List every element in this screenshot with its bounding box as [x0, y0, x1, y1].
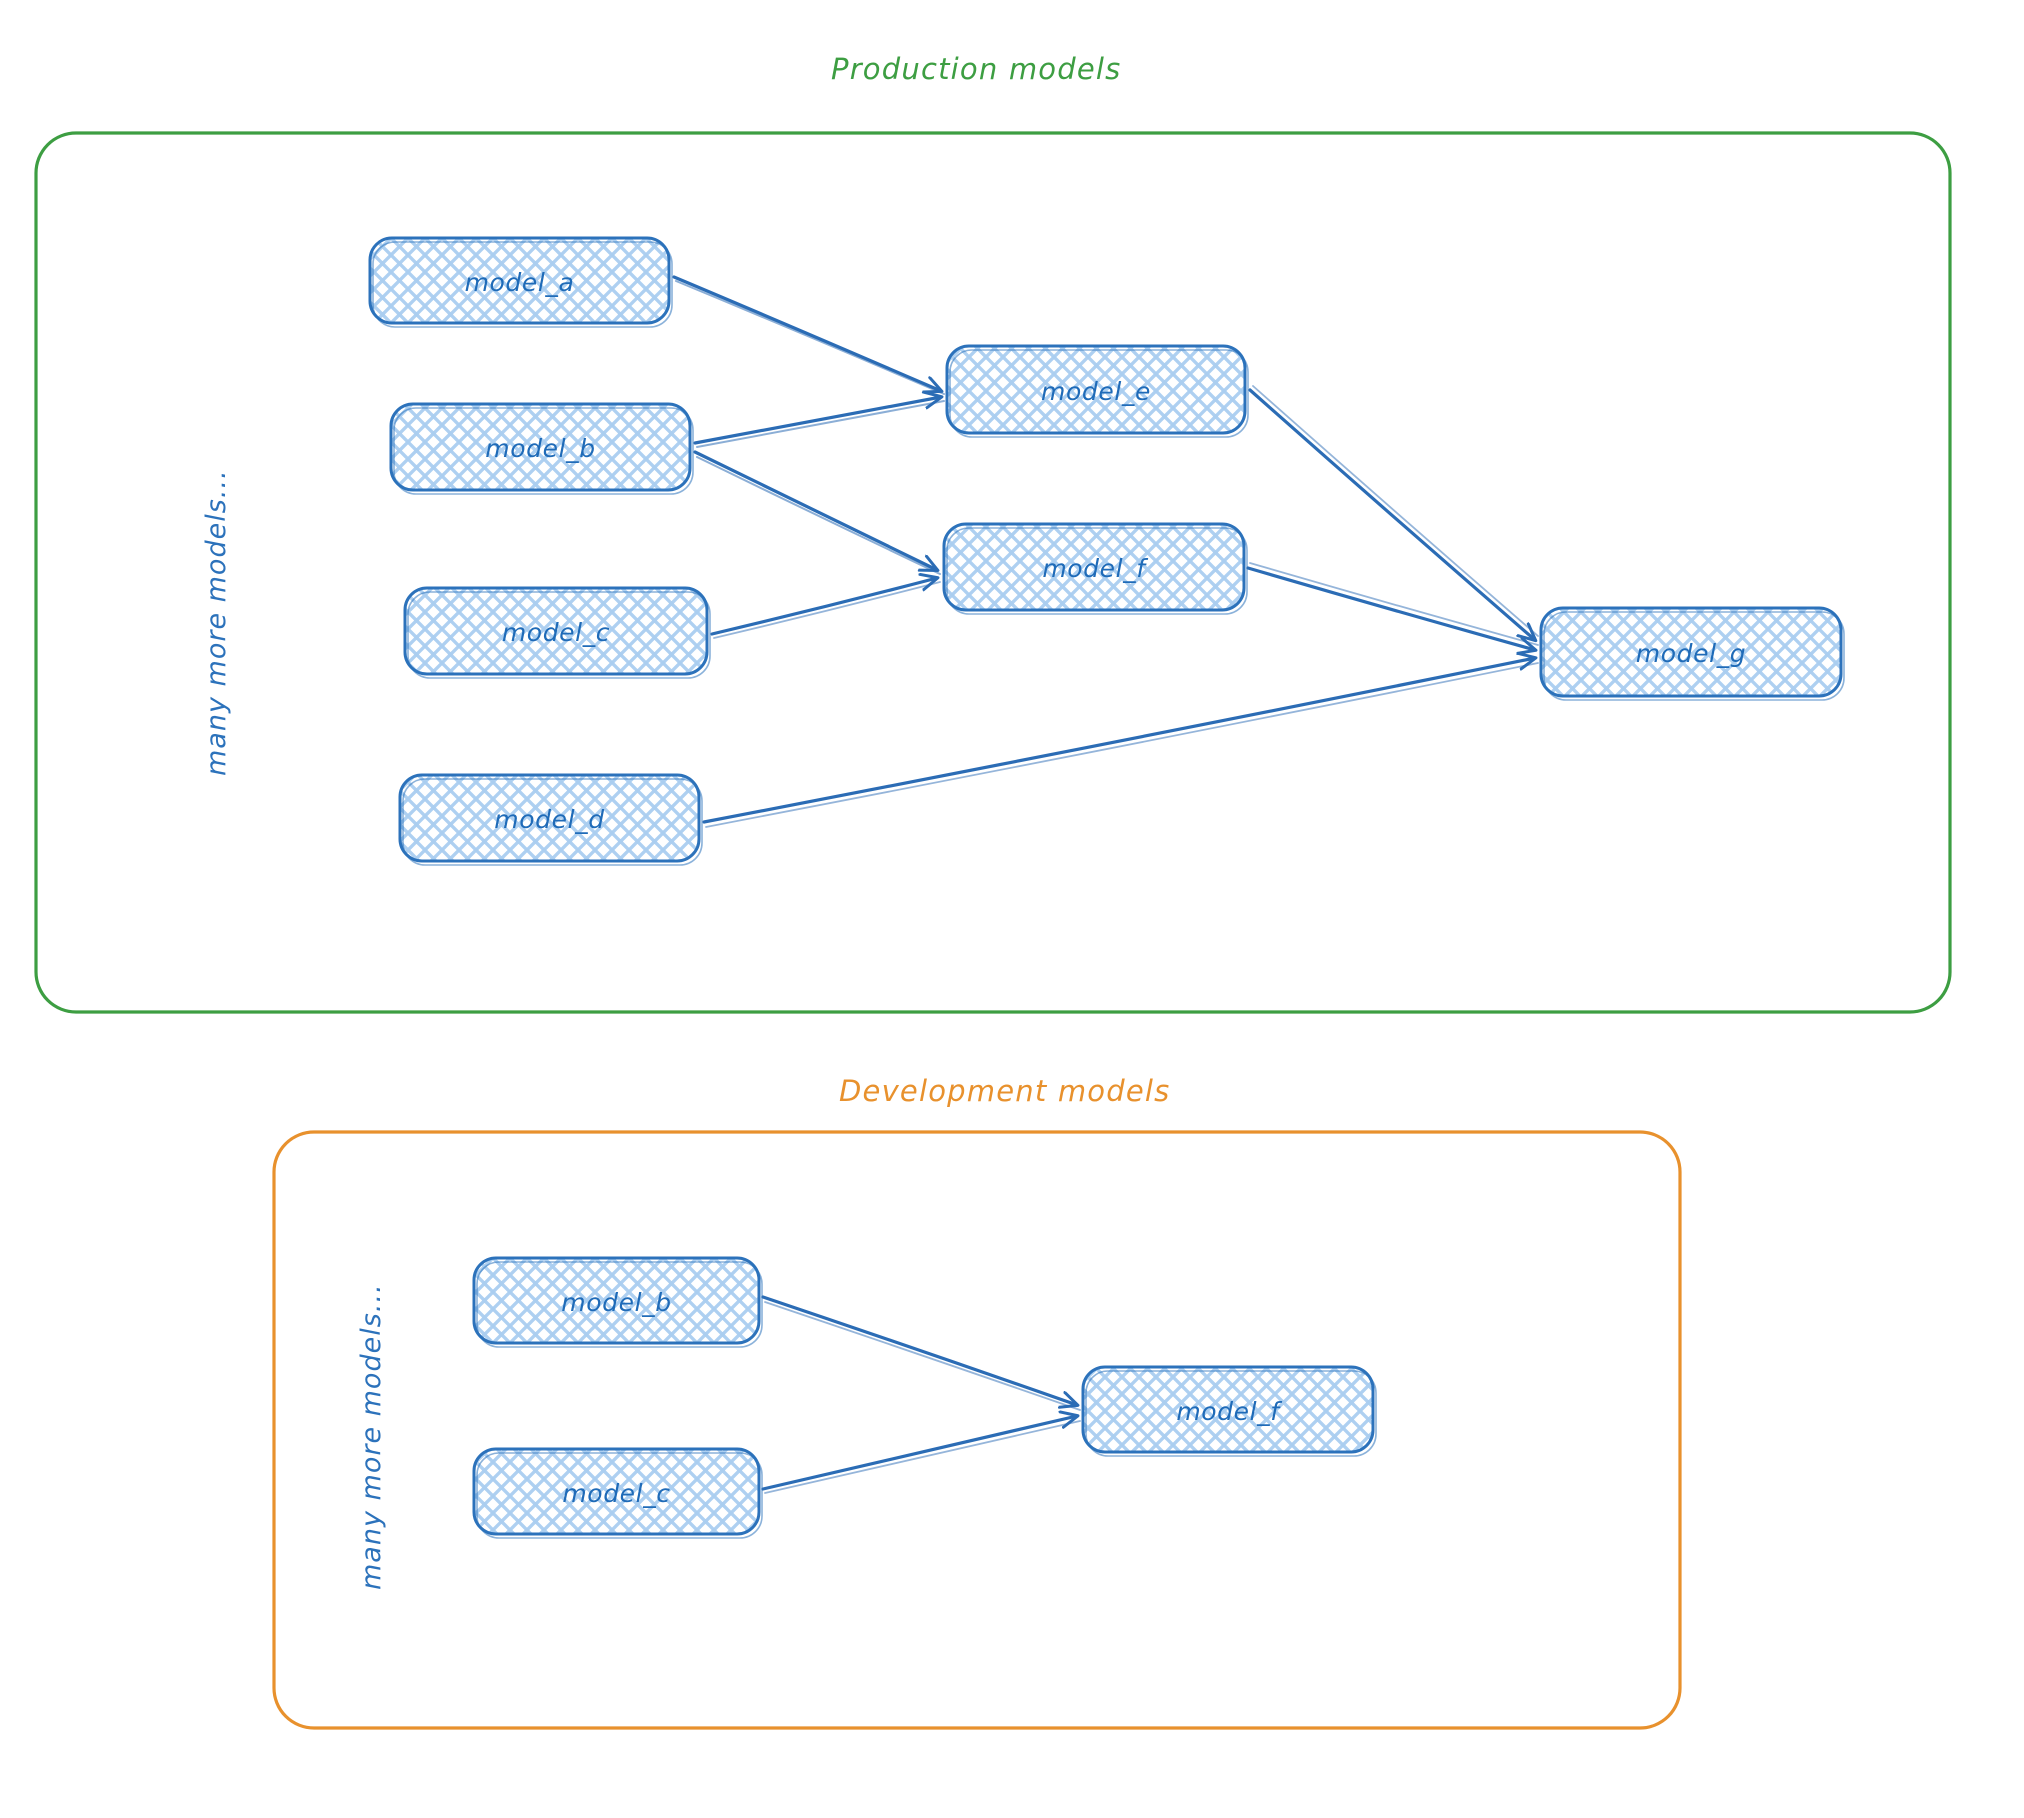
edges-development: [761, 1295, 1081, 1494]
node-dev-model-b[interactable]: [472, 1256, 763, 1348]
development-group-title: Development models: [839, 1074, 1171, 1108]
edge-c-to-f-sketch: [713, 581, 941, 639]
node-prod-model-f[interactable]: [942, 522, 1248, 615]
edge-e-to-g-sketch: [1252, 385, 1539, 637]
edge-b-to-f: [693, 450, 937, 570]
edge-f-to-g-sketch: [1249, 562, 1539, 646]
node-prod-model-g[interactable]: [1539, 606, 1845, 701]
edge-devb-to-devf-sketch: [764, 1301, 1081, 1411]
edge-b-to-e: [693, 397, 941, 445]
edge-devc-to-devf-sketch: [764, 1420, 1081, 1494]
edges-production: [672, 275, 1539, 828]
edge-e-to-g: [1248, 388, 1535, 640]
nodes-layer: [368, 236, 1845, 1539]
node-dev-model-f[interactable]: [1081, 1365, 1377, 1457]
edge-f-to-g: [1246, 566, 1535, 650]
node-dev-model-c[interactable]: [472, 1447, 763, 1539]
node-prod-model-e[interactable]: [945, 344, 1249, 438]
edge-devc-to-devf: [761, 1416, 1077, 1491]
edge-b-to-e-sketch: [696, 400, 945, 448]
production-group-border: [34, 131, 1952, 1014]
node-prod-model-a[interactable]: [368, 236, 673, 328]
node-prod-model-b[interactable]: [389, 402, 694, 495]
development-group-border: [272, 1130, 1682, 1730]
node-prod-model-c[interactable]: [403, 586, 711, 679]
group-container-development: [272, 1130, 1682, 1730]
production-group-title: Production models: [831, 52, 1122, 86]
edge-d-to-g-sketch: [705, 662, 1539, 828]
edge-devb-to-devf: [761, 1295, 1077, 1405]
production-side-note: many more models...: [201, 469, 232, 776]
group-container-production: [34, 131, 1952, 1014]
edge-c-to-f: [710, 578, 937, 636]
edge-a-to-e-sketch: [675, 280, 945, 395]
edge-b-to-f-sketch: [696, 456, 941, 575]
edge-a-to-e: [672, 275, 941, 391]
node-prod-model-d[interactable]: [398, 773, 703, 866]
development-side-note: many more models...: [356, 1283, 387, 1590]
edge-d-to-g: [702, 658, 1535, 824]
